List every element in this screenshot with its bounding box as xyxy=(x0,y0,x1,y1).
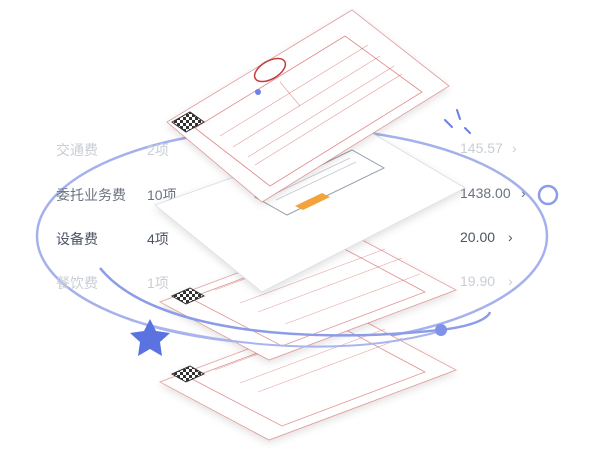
invoice-top xyxy=(166,9,450,203)
expense-amount: 19.90 xyxy=(460,273,496,289)
expense-amount: 1438.00 xyxy=(460,185,511,201)
chevron-right-icon: › xyxy=(512,140,517,156)
expense-category: 委托业务费 xyxy=(56,187,126,203)
orbit-node-icon xyxy=(255,89,261,95)
qr-code-icon xyxy=(171,111,205,133)
expense-amount: 20.00 xyxy=(460,229,496,245)
expense-category: 餐饮费 xyxy=(56,275,98,291)
expense-category: 交通费 xyxy=(56,142,98,158)
expense-category: 设备费 xyxy=(56,231,98,247)
qr-code-icon xyxy=(170,287,206,305)
chevron-right-icon: › xyxy=(508,229,513,245)
expense-count: 2项 xyxy=(147,142,169,158)
expense-amount: 145.57 xyxy=(460,140,503,156)
expense-count: 1项 xyxy=(147,275,169,291)
orbit-front-arc-2 xyxy=(129,319,446,348)
chevron-right-icon: › xyxy=(508,273,513,289)
sparkle-icon xyxy=(444,109,471,134)
chevron-right-icon: › xyxy=(521,185,526,201)
highlight-bar xyxy=(295,193,330,210)
expense-count: 10项 xyxy=(147,187,177,203)
orbit-ring-icon xyxy=(537,184,559,206)
invoice-stamp-icon xyxy=(253,57,287,83)
qr-code-icon xyxy=(170,365,206,383)
orbit-node-icon xyxy=(435,324,447,336)
expense-count: 4项 xyxy=(147,231,169,247)
orbit-front-arc xyxy=(99,267,492,337)
star-icon xyxy=(130,319,170,356)
